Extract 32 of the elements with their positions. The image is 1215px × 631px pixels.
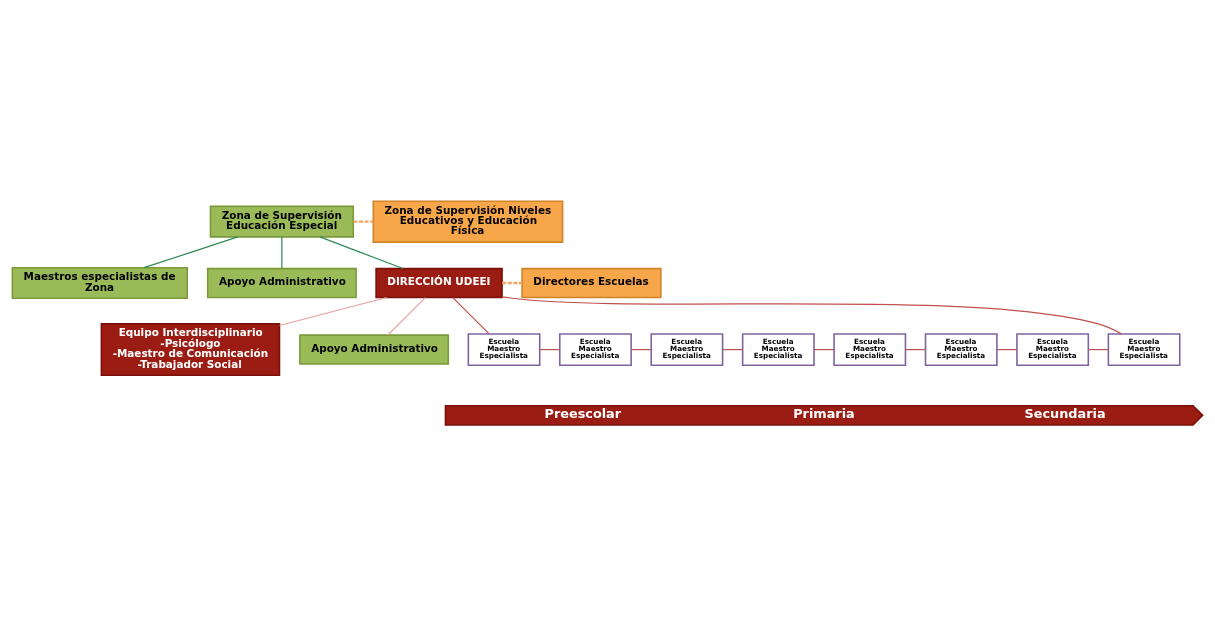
node-box: Escuela Maestro Especialista	[833, 333, 907, 367]
connector	[630, 349, 652, 351]
node-box: Apoyo Administrativo	[206, 267, 357, 299]
node-box: Maestros especialistas de Zona	[11, 266, 189, 300]
connector	[278, 296, 388, 327]
connector	[281, 236, 283, 270]
node-box: Escuela Maestro Especialista	[1016, 333, 1090, 367]
connector	[813, 349, 835, 351]
node-box: Zona de Supervisión Niveles Educativos y Educación Física	[372, 200, 564, 243]
node-box: Directores Escuelas	[521, 267, 662, 299]
connector	[387, 297, 426, 336]
node-box: Apoyo Administrativo	[299, 334, 450, 365]
connector	[319, 236, 404, 270]
node-box: Escuela Maestro Especialista	[650, 333, 724, 367]
connector	[996, 349, 1018, 351]
connector	[722, 349, 744, 351]
node-box: DIRECCIÓN UDEEI	[375, 267, 503, 299]
connector	[143, 236, 239, 269]
node-box: Escuela Maestro Especialista	[1107, 333, 1181, 367]
connector	[452, 297, 490, 335]
connector	[502, 281, 523, 285]
node-box: Zona de Supervisión Educación Especial	[209, 205, 355, 238]
connector	[904, 349, 927, 351]
node-box: Escuela Maestro Especialista	[559, 333, 632, 367]
connector	[1087, 349, 1109, 351]
node-box: Escuela Maestro Especialista	[741, 333, 815, 367]
connector	[353, 220, 374, 223]
connector	[501, 296, 1123, 335]
node-box: Equipo Interdisciplinario -Psicólogo -Maestro de Comunicación -Trabajador Social	[100, 323, 281, 377]
node-box: Escuela Maestro Especialista	[924, 333, 998, 367]
node-box: Escuela Maestro Especialista	[467, 333, 541, 367]
connector	[539, 349, 561, 351]
